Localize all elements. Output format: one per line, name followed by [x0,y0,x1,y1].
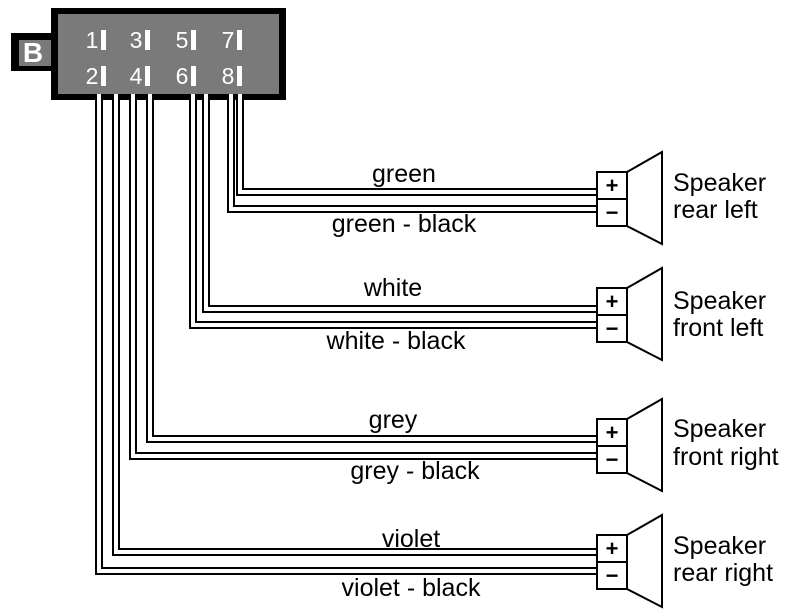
wire-label-grey: grey [369,406,418,434]
wire-grey-black [131,94,598,458]
pin-1 [101,30,106,50]
pin-7 [237,30,242,50]
pin-8 [237,66,242,86]
minus-terminal-label: − [606,563,619,588]
wire-grey [148,94,598,441]
speaker-cone-icon [626,150,663,246]
speaker-label-line2: rear right [673,559,773,587]
wire-white [204,94,598,311]
wire-label-violet-black: violet - black [342,574,481,602]
pin-label-2: 2 [86,63,99,89]
speaker-label-line1: Speaker [673,287,766,315]
speaker-label-line2: front left [673,314,763,342]
speaker-rear-right: + − Speaker rear right [596,513,773,609]
speaker-label-line2: front right [673,443,779,471]
speaker-label-line1: Speaker [673,532,766,560]
wire-green [238,94,598,194]
minus-terminal-label: − [606,200,619,225]
wire-label-white: white [363,274,422,302]
pin-5 [191,30,196,50]
wire-green-black [229,94,598,211]
connector-b: B 1 3 5 7 2 4 6 8 [11,8,286,100]
plus-terminal-label: + [606,420,619,445]
speaker-cone-icon [626,513,663,609]
speaker-cone-icon [626,266,663,362]
wire-label-white-black: white - black [326,327,466,355]
plus-terminal-label: + [606,536,619,561]
connector-fill [58,14,279,94]
speaker-front-left: + − Speaker front left [596,266,766,362]
wire-label-violet: violet [382,525,440,553]
wire-violet [114,94,598,554]
speaker-front-right: + − Speaker front right [596,397,779,493]
minus-terminal-label: − [606,316,619,341]
pin-label-5: 5 [176,27,189,53]
wire-white-black [191,94,598,327]
wires [95,94,598,575]
pin-label-4: 4 [130,63,143,89]
pin-3 [145,30,150,50]
wire-label-green-black: green - black [332,210,477,238]
minus-terminal-label: − [606,447,619,472]
pin-label-3: 3 [130,27,143,53]
pin-2 [101,66,106,86]
connector-tab-fill [19,40,53,66]
speaker-label-line1: Speaker [673,169,766,197]
plus-terminal-label: + [606,173,619,198]
plus-terminal-label: + [606,289,619,314]
speaker-label-line1: Speaker [673,415,766,443]
pin-label-1: 1 [86,27,99,53]
wire-violet-black [97,94,598,573]
speaker-cone-icon [626,397,663,493]
pin-6 [191,66,196,86]
wire-label-grey-black: grey - black [350,457,480,485]
pin-label-6: 6 [176,63,189,89]
connector-id-label: B [23,37,43,68]
speaker-rear-left: + − Speaker rear left [596,150,766,246]
pin-4 [145,66,150,86]
pin-label-7: 7 [222,27,235,53]
wire-label-green: green [372,160,436,188]
pin-label-8: 8 [222,63,235,89]
speaker-label-line2: rear left [673,196,758,224]
